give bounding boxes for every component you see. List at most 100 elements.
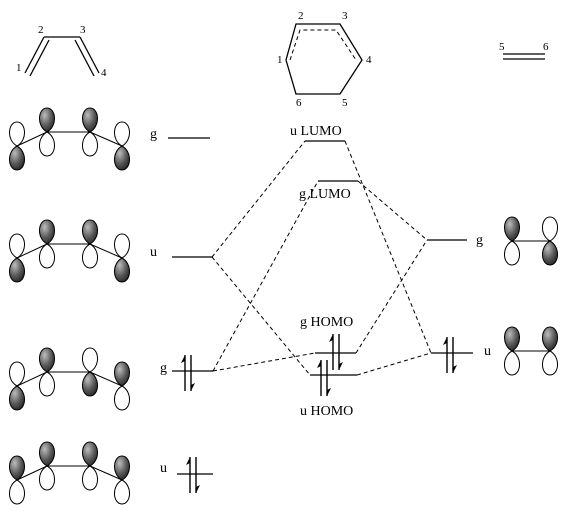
butadiene-mo-3-p-orbital-1 (9, 361, 25, 411)
product-levels: u LUMO g LUMO g HOMO u HOMO (290, 124, 358, 419)
butadiene-mo-1-p-orbital-2-bottom-lobe (39, 131, 55, 157)
atom-label-3: 3 (80, 24, 86, 36)
butadiene-mo-1-p-orbital-4 (114, 121, 130, 171)
butadiene-mo-2-p-orbital-1-bottom-lobe (9, 257, 25, 283)
electron-pair-u-homo (317, 360, 331, 396)
butadiene-mo-2-p-orbital-3-bottom-lobe (82, 243, 98, 269)
bond-3-4-double (74, 39, 95, 77)
butadiene-mo-2-p-orbital-1-top-lobe (9, 233, 25, 259)
butadiene-mo-4-p-orbital-2-bottom-lobe (39, 465, 55, 491)
butadiene-mo-2-skeleton (16, 243, 123, 259)
product-level-u-homo-label: u HOMO (300, 404, 353, 419)
electron-pair-g-homo-spin-down-head (339, 362, 343, 370)
ethylene-mo-1-p-orbital-1 (504, 216, 520, 266)
butadiene-mo-4-p-orbital-1-top-lobe (9, 455, 25, 481)
ring-atom-label-3: 3 (342, 10, 348, 22)
butadiene-mo-3-p-orbital-3 (82, 347, 98, 397)
butadiene-mo-3-p-orbital-4 (114, 361, 130, 411)
electron-pair-bd-g-spin-down-head (191, 383, 195, 391)
ethylene-atom-label-5: 5 (499, 41, 505, 53)
butadiene-mo-2-p-orbital-2-bottom-lobe (39, 243, 55, 269)
butadiene-mo-4-p-orbital-1-bottom-lobe (9, 479, 25, 505)
butadiene-mo-1-p-orbital-2 (39, 107, 55, 157)
bond-1-2-double (29, 39, 50, 77)
electron-pair-bd-g (181, 355, 195, 391)
corr-bd-g-to-g-lumo (212, 180, 319, 372)
ring-atom-label-5: 5 (342, 97, 348, 109)
bond-1-2 (24, 36, 45, 74)
corr-bd-g-to-g-homo (212, 352, 316, 372)
atom-label-2: 2 (38, 24, 44, 36)
butadiene-mo-4-skeleton (16, 465, 123, 481)
butadiene-mo-4-p-orbital-3-bottom-lobe (82, 465, 98, 491)
ethylene-mo-2-p-orbital-2-top-lobe (542, 326, 558, 352)
butadiene-mo-4-p-orbital-4 (114, 455, 130, 505)
butadiene-mo-4-p-orbital-3-top-lobe (82, 441, 98, 467)
butadiene-mo-1-p-orbital-3-top-lobe (82, 107, 98, 133)
corr-bd-u-to-u-lumo (211, 140, 306, 258)
corr-et-u-to-u-lumo (344, 140, 432, 354)
butadiene-mo-1-p-orbital-1-bottom-lobe (9, 145, 25, 171)
butadiene-mo-2-p-orbital-3-top-lobe (82, 219, 98, 245)
butadiene-mo-4-p-orbital-2 (39, 441, 55, 491)
butadiene-mo-3-p-orbital-4-top-lobe (114, 361, 130, 387)
bd-level-3-symmetry: g (160, 361, 167, 376)
ethylene-orbital-pictures (504, 216, 558, 376)
ethylene-mo-2-p-orbital-2 (542, 326, 558, 376)
correlation-lines (211, 140, 432, 376)
electron-pair-g-homo-spin-up-head (329, 334, 333, 342)
bond-3-4 (79, 36, 100, 74)
butadiene-mo-3-p-orbital-4-bottom-lobe (114, 385, 130, 411)
butadiene-mo-2-p-orbital-3 (82, 219, 98, 269)
corr-bd-u-to-u-homo (211, 256, 311, 376)
butadiene-mo-3-p-orbital-2-bottom-lobe (39, 371, 55, 397)
product-level-u-lumo-label: u LUMO (290, 124, 342, 139)
electron-pair-bd-g-spin-up-head (181, 355, 185, 363)
butadiene-mo-2-p-orbital-2 (39, 219, 55, 269)
electron-pair-et-u (443, 337, 457, 373)
ring-atom-label-1: 1 (277, 54, 283, 66)
butadiene-mo-3-p-orbital-2-top-lobe (39, 347, 55, 373)
butadiene-mo-1-p-orbital-4-bottom-lobe (114, 145, 130, 171)
butadiene-mo-4-p-orbital-1 (9, 455, 25, 505)
electron-pair-et-u-spin-up-head (443, 337, 447, 345)
electron-pair-bd-u-spin-down-head (196, 485, 200, 493)
butadiene-mo-3 (9, 347, 130, 411)
ring-atom-label-2: 2 (298, 10, 304, 22)
butadiene-mo-1-p-orbital-2-top-lobe (39, 107, 55, 133)
product-level-g-lumo-label: g LUMO (299, 187, 351, 202)
butadiene-mo-1-p-orbital-3 (82, 107, 98, 157)
ring-atom-label-6: 6 (296, 97, 302, 109)
butadiene-mo-2 (9, 219, 130, 283)
electron-pair-bd-u-spin-up-head (186, 457, 190, 465)
butadiene-mo-3-p-orbital-1-top-lobe (9, 361, 25, 387)
ethylene-mo-1-p-orbital-2-bottom-lobe (542, 240, 558, 266)
butadiene-structure: 1 2 3 4 (16, 24, 107, 79)
atom-label-4: 4 (101, 67, 107, 79)
product-level-g-homo-label: g HOMO (300, 315, 353, 330)
butadiene-levels: g u g u (150, 127, 213, 476)
corr-et-u-to-u-homo (356, 352, 432, 376)
cyclohexene-ring: 2 3 1 4 6 5 (277, 10, 372, 109)
electron-pair-bd-u (186, 457, 200, 493)
ethylene-levels: g u (427, 233, 491, 359)
butadiene-mo-2-p-orbital-1 (9, 233, 25, 283)
butadiene-mo-1-p-orbital-1 (9, 121, 25, 171)
ethylene-mo-2-p-orbital-2-bottom-lobe (542, 350, 558, 376)
butadiene-mo-2-p-orbital-2-top-lobe (39, 219, 55, 245)
ethylene-structure: 5 6 (499, 41, 549, 60)
corr-et-g-to-g-homo (355, 239, 428, 354)
butadiene-mo-3-p-orbital-3-top-lobe (82, 347, 98, 373)
butadiene-mo-4-p-orbital-4-top-lobe (114, 455, 130, 481)
butadiene-orbital-pictures (9, 107, 130, 505)
butadiene-mo-4-p-orbital-2-top-lobe (39, 441, 55, 467)
corr-et-g-to-g-lumo (357, 180, 428, 241)
butadiene-mo-1-skeleton (16, 131, 123, 147)
ring-pi-dashes (289, 29, 357, 61)
ethylene-mo-1-p-orbital-1-bottom-lobe (504, 240, 520, 266)
ethylene-mo-1 (504, 216, 558, 266)
ethylene-mo-2-p-orbital-1 (504, 326, 520, 376)
ethylene-mo-2-p-orbital-1-top-lobe (504, 326, 520, 352)
butadiene-mo-4-p-orbital-4-bottom-lobe (114, 479, 130, 505)
